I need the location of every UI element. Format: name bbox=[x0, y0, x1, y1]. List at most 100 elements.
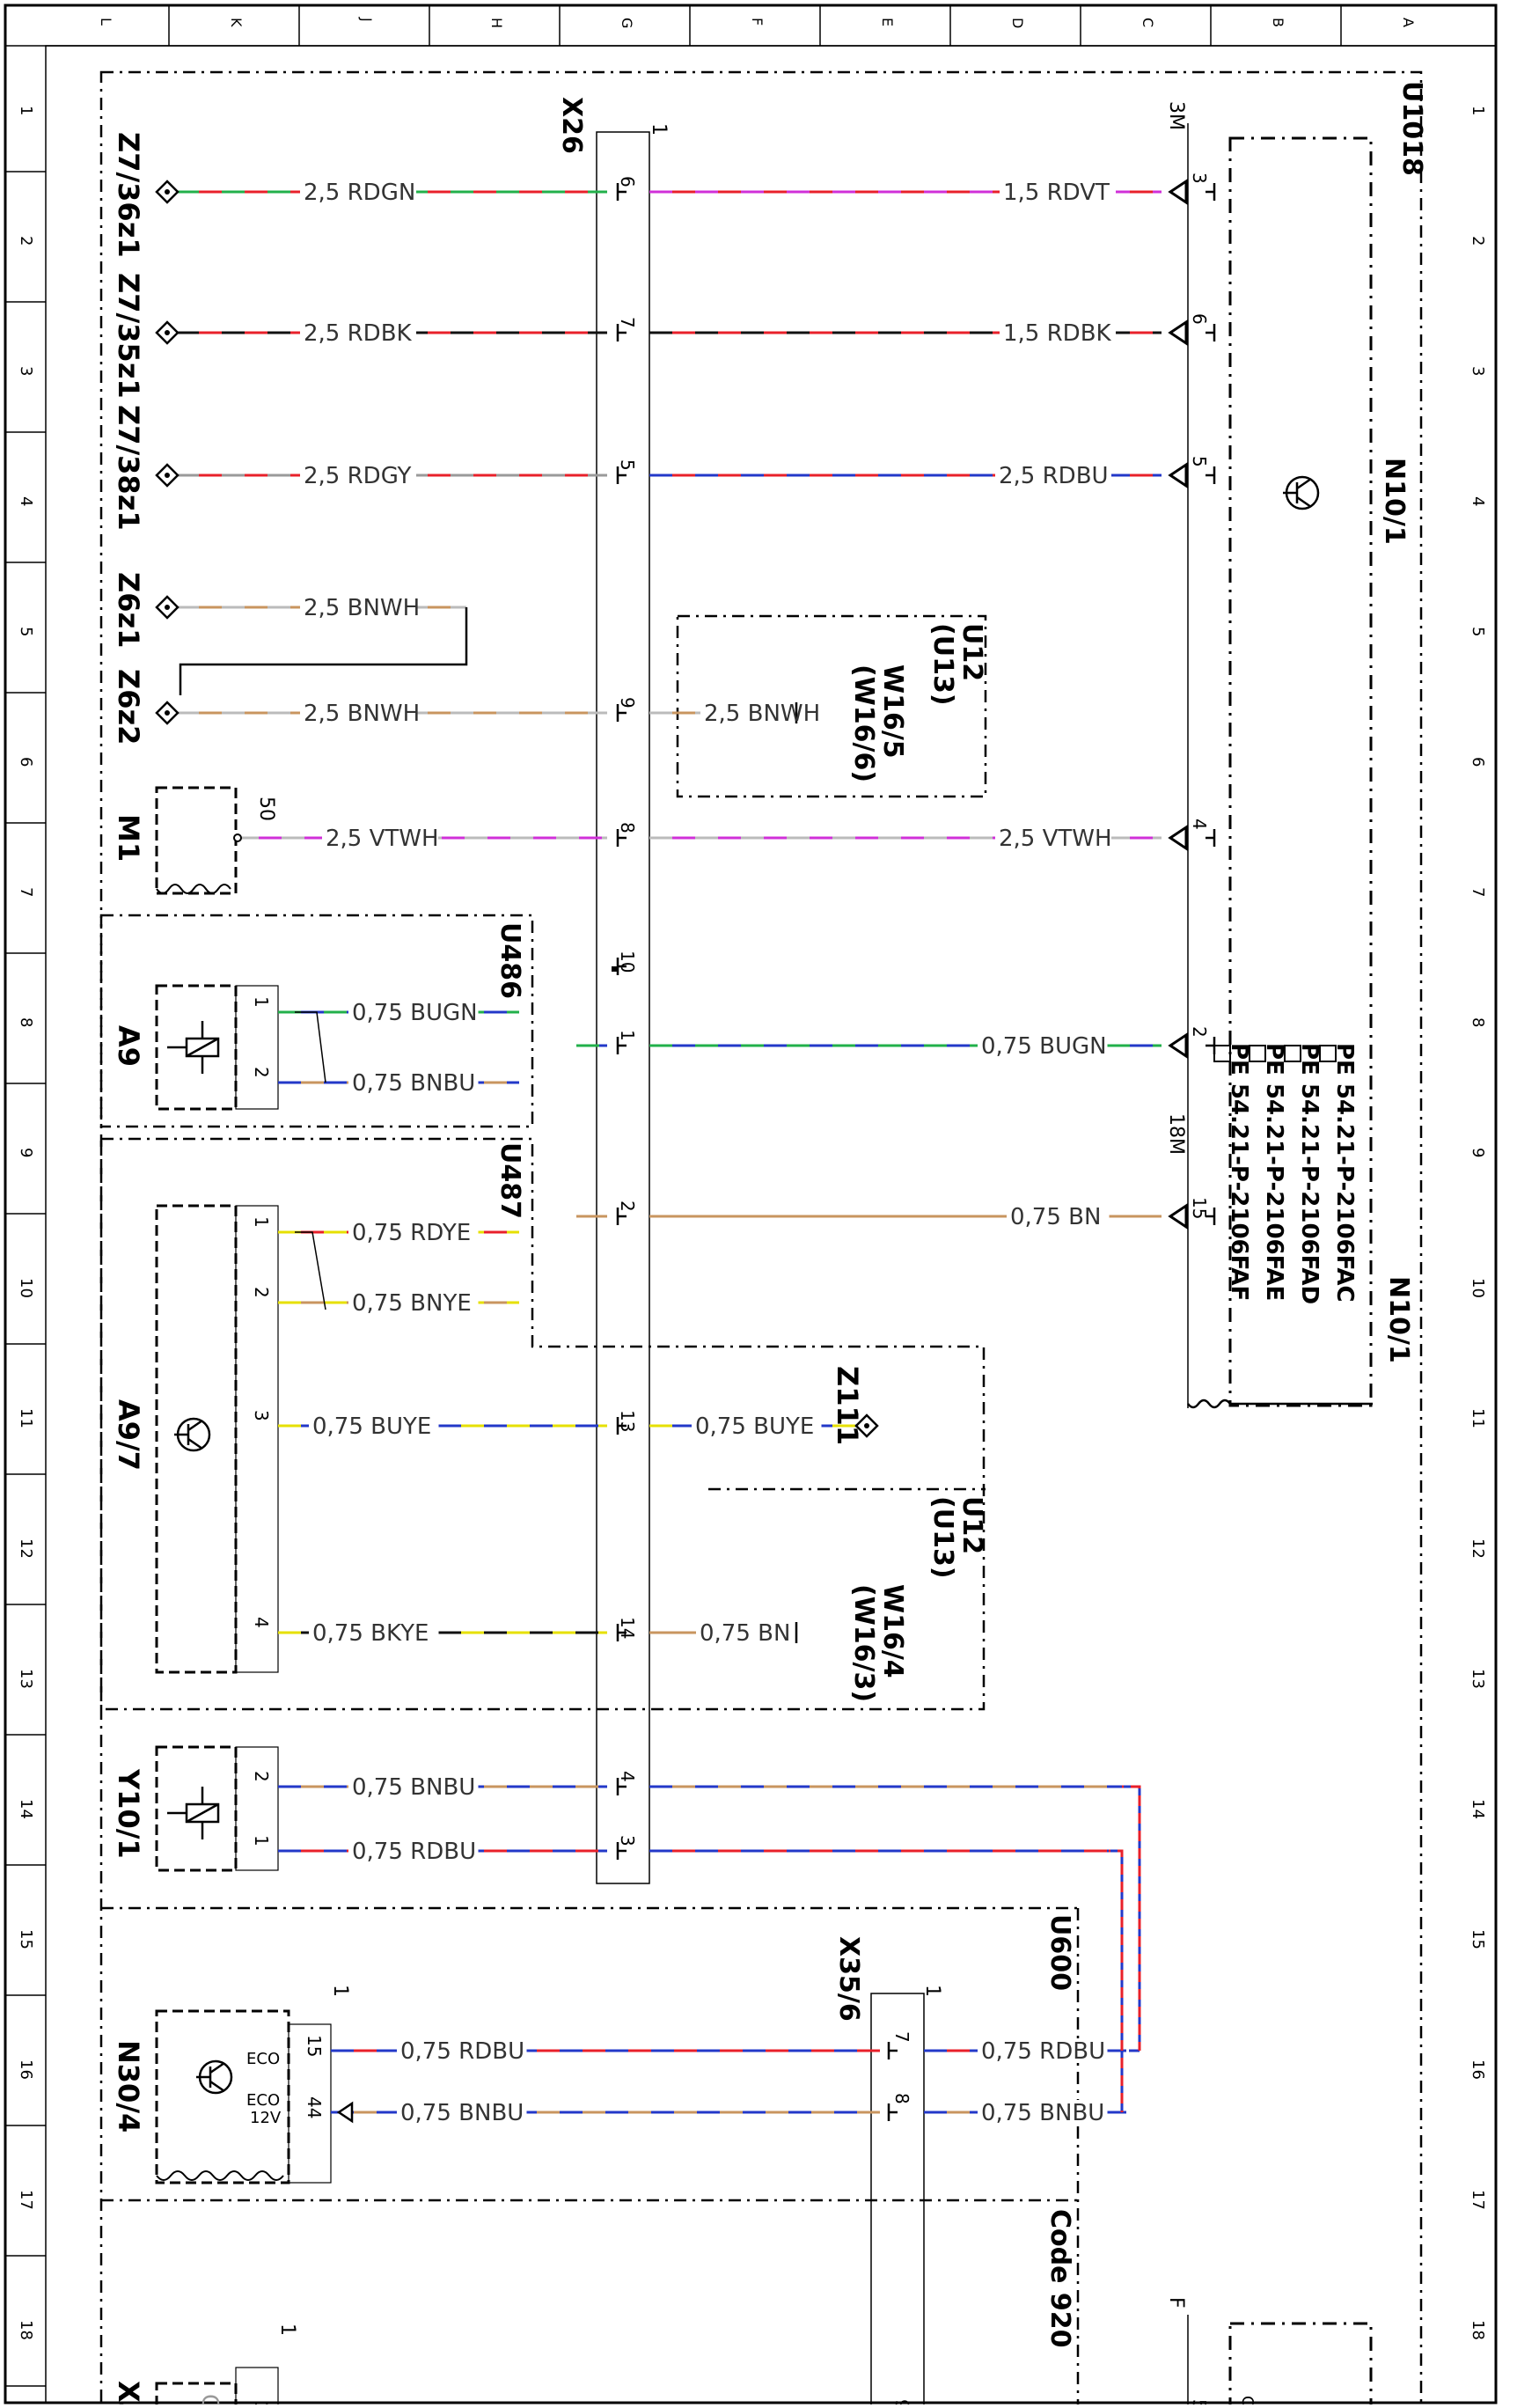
u13b-label: (U13) bbox=[927, 1496, 958, 1579]
label-0-75-bugn-b: 0,75 BUGN bbox=[981, 1033, 1107, 1060]
grid-col-F: F bbox=[749, 18, 766, 26]
u1018-box bbox=[99, 70, 1423, 2408]
label-0-75-bkye: 0,75 BKYE bbox=[312, 1620, 429, 1647]
grid-row-13: 13 bbox=[1469, 1669, 1487, 1689]
u1018-label: U1018 bbox=[1396, 81, 1427, 176]
grid-col-K: K bbox=[228, 18, 245, 27]
a9-7-pin-4: 4 bbox=[251, 1617, 272, 1628]
grid-row-14: 14 bbox=[1469, 1799, 1487, 1819]
code920-label: Code 920 bbox=[1044, 2209, 1075, 2348]
a9-relay-icon bbox=[167, 1021, 220, 1074]
z7-38z1-label: Z7/38z1 bbox=[112, 405, 145, 531]
grid-row-2: 2 bbox=[17, 236, 35, 246]
grid-row-14: 14 bbox=[17, 1799, 35, 1819]
y10-1-relay-icon bbox=[167, 1787, 220, 1839]
eco3-label: 12V bbox=[250, 2109, 282, 2127]
label-0-75-bn-b: 0,75 BN bbox=[700, 1620, 790, 1647]
a9-7-pin-1: 1 bbox=[251, 1216, 272, 1228]
a9-7-label: A9/7 bbox=[112, 1399, 145, 1471]
grid-row-13: 13 bbox=[17, 1669, 35, 1689]
z111-label: Z111 bbox=[831, 1366, 864, 1445]
u12b-label: U12 bbox=[956, 1496, 987, 1554]
m1-label: M1 bbox=[112, 814, 145, 862]
n30-pin-15: 15 bbox=[304, 2035, 325, 2057]
n10-pin-15: 15 bbox=[1189, 1197, 1210, 1219]
label-0-75-bnbu-y10: 0,75 BNBU bbox=[352, 1774, 475, 1801]
label-0-75-rdbu-y10: 0,75 RDBU bbox=[352, 1839, 476, 1865]
u12-label: U12 bbox=[956, 623, 987, 681]
pe-hand-icon bbox=[1249, 1045, 1266, 1062]
n10-pin-5: 5 bbox=[1189, 456, 1210, 467]
x35-pin-9: 9 bbox=[891, 2399, 912, 2404]
n30-4-box bbox=[155, 2009, 290, 2184]
a9-7-box bbox=[155, 1204, 238, 1674]
y10-pin-1: 1 bbox=[251, 1835, 272, 1846]
n10-pin5-arrow bbox=[1168, 462, 1188, 488]
x26-pin-9: 9 bbox=[617, 697, 638, 708]
n10-1-label: N10/1 bbox=[1379, 458, 1410, 545]
grid-row-6: 6 bbox=[17, 757, 35, 767]
label-2-5-rdbk: 2,5 RDBK bbox=[304, 320, 413, 347]
x26-pin-6: 6 bbox=[617, 176, 638, 187]
z6z1-label: Z6z1 bbox=[112, 572, 145, 648]
w16-4-label: W16/4 bbox=[877, 1584, 908, 1678]
grid-row-7: 7 bbox=[1469, 887, 1487, 897]
grid-row-4: 4 bbox=[17, 496, 35, 506]
label-2-5-vtwh-b: 2,5 VTWH bbox=[999, 826, 1112, 852]
pin1-x30: 1 bbox=[276, 2324, 298, 2336]
pe-line-3: PE 54.21-P-2106FAE bbox=[1261, 1043, 1287, 1301]
x26-pin-14: 14 bbox=[617, 1617, 638, 1639]
can-il-label: CAN I L bbox=[1238, 2396, 1257, 2404]
grid-col-D: D bbox=[1009, 18, 1026, 28]
grid-col-L: L bbox=[98, 18, 114, 26]
x26-pin-8: 8 bbox=[617, 822, 638, 833]
grid-row-10: 10 bbox=[17, 1278, 35, 1298]
n10-pin-4: 4 bbox=[1189, 819, 1210, 830]
grid-row-15: 15 bbox=[17, 1929, 35, 1949]
u487-label: U487 bbox=[495, 1142, 525, 1219]
x30-box bbox=[155, 2382, 238, 2408]
grid-row-15: 15 bbox=[1469, 1929, 1487, 1949]
n10-1-box bbox=[1228, 136, 1373, 1407]
pin1-x26: 1 bbox=[648, 123, 670, 136]
n10-pin-52: 52 bbox=[1189, 2399, 1210, 2404]
pe-line-2: PE 54.21-P-2106FAD bbox=[1296, 1043, 1323, 1304]
wire-layer bbox=[176, 180, 1162, 2408]
n30-pin-44: 44 bbox=[304, 2096, 325, 2118]
y10-pin-2: 2 bbox=[251, 1771, 272, 1782]
grid-row-4: 4 bbox=[1469, 496, 1487, 506]
x26-label: X26 bbox=[556, 97, 587, 154]
n10-pin3-arrow bbox=[1168, 179, 1188, 205]
u600-label: U600 bbox=[1044, 1914, 1075, 1991]
label-0-75-rdye: 0,75 RDYE bbox=[352, 1220, 471, 1246]
a9-pin-2: 2 bbox=[251, 1067, 272, 1078]
n10-pin4-arrow bbox=[1168, 825, 1188, 851]
grid-row-17: 17 bbox=[1469, 2190, 1487, 2210]
n10-pin6-arrow bbox=[1168, 319, 1188, 346]
a9-7-pin-3: 3 bbox=[251, 1410, 272, 1421]
n10-1b-label: N10/1 bbox=[1383, 1276, 1414, 1363]
label-0-75-bnbu-a9: 0,75 BNBU bbox=[352, 1070, 475, 1097]
grid-row-8: 8 bbox=[17, 1017, 35, 1027]
label-0-75-bnye: 0,75 BNYE bbox=[352, 1290, 472, 1317]
n10-pin-6: 6 bbox=[1189, 313, 1210, 325]
u486-box bbox=[99, 914, 534, 1128]
grid-col-A: A bbox=[1400, 18, 1417, 27]
label-0-75-bugn-a: 0,75 BUGN bbox=[352, 1000, 478, 1026]
eco1-label: ECO bbox=[246, 2050, 280, 2068]
pe-hand-icon bbox=[1284, 1045, 1301, 1062]
n10-pin-3: 3 bbox=[1189, 173, 1210, 184]
label-2-5-bnwh-c: 2,5 BNWH bbox=[704, 701, 820, 727]
w16-6-label: (W16/6) bbox=[848, 664, 879, 782]
a9-pin-1: 1 bbox=[251, 996, 272, 1008]
pe-hand-icon bbox=[1319, 1045, 1337, 1062]
label-0-75-bn: 0,75 BN bbox=[1010, 1204, 1101, 1230]
w16-5-label: W16/5 bbox=[877, 664, 908, 759]
x26-pin-3: 3 bbox=[617, 1835, 638, 1846]
label-2-5-bnwh-a: 2,5 BNWH bbox=[304, 595, 420, 621]
grid-row-11: 11 bbox=[17, 1408, 35, 1428]
x35-pin-7: 7 bbox=[891, 2031, 912, 2043]
grid-row-10: 10 bbox=[1469, 1278, 1487, 1298]
label-18m: 18M bbox=[1165, 1113, 1187, 1155]
